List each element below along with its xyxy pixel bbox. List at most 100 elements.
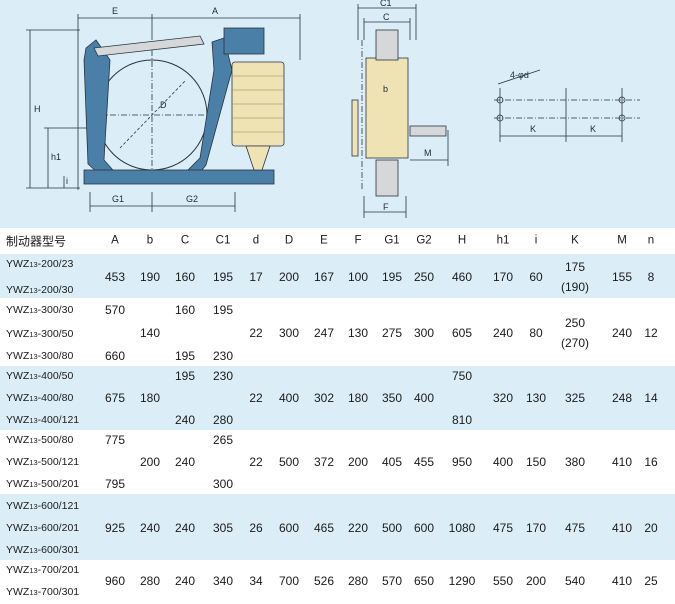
model-suffix: -300/80 [37,349,74,362]
cell-c1: 280 [212,413,234,427]
model-suffix: -200/30 [37,283,74,296]
cell-k: 175 [564,260,586,274]
model-subscript: 13 [29,329,38,339]
cell-g2: 600 [413,521,435,535]
cell-d: 600 [278,521,300,535]
model-prefix: YWZ [6,521,30,534]
cell-i: 150 [525,455,547,469]
cell-g2: 300 [413,326,435,340]
model-name: YWZ13-200/30 [6,285,73,296]
model-prefix: YWZ [6,455,30,468]
model-name: YWZ13-300/30 [6,305,73,316]
model-suffix: -500/121 [37,455,80,468]
cell-f: 100 [347,270,369,284]
model-suffix: -300/50 [37,327,74,340]
dim-label-m: M [424,148,432,158]
model-suffix: -400/121 [37,413,80,426]
cell-a: 925 [104,521,126,535]
cell-a: 795 [104,477,126,491]
model-name: YWZ13-500/80 [6,435,73,446]
header-g1: G1 [384,234,400,247]
cell-b: 180 [139,391,161,405]
dim-label-c1: C1 [380,0,392,8]
cell-c: 160 [174,270,196,284]
dim-label-a: A [212,6,218,16]
dim-label-k-left: K [530,124,536,134]
cell-k: 325 [564,391,586,405]
model-subscript: 13 [29,305,38,315]
dim-label-f: F [383,202,389,212]
cell-a: 660 [104,349,126,363]
cell-h: 810 [451,413,473,427]
model-name: YWZ13-600/301 [6,545,79,556]
cell-k: (270) [560,336,590,350]
cell-d: 500 [278,455,300,469]
header-b: b [146,234,154,247]
cell-k: 250 [564,316,586,330]
model-prefix: YWZ [6,585,30,598]
cell-c: 195 [174,369,196,383]
table-row-group [0,430,675,494]
cell-g1: 405 [381,455,403,469]
cell-d: 34 [249,574,263,588]
model-prefix: YWZ [6,543,30,556]
model-suffix: -700/201 [37,563,80,576]
cell-k: 475 [564,521,586,535]
model-prefix: YWZ [6,391,30,404]
model-name: YWZ13-300/50 [6,329,73,340]
cell-m: 410 [611,574,633,588]
cell-a: 453 [104,270,126,284]
model-name: YWZ13-200/23 [6,259,73,270]
cell-b: 200 [139,455,161,469]
cell-h: 950 [451,455,473,469]
header-model: 制动器型号 [6,234,67,249]
header-m: M [617,234,627,247]
cell-b: 280 [139,574,161,588]
model-subscript: 13 [29,523,38,533]
cell-h: 750 [451,369,473,383]
cell-a: 570 [104,303,126,317]
model-suffix: -400/50 [37,369,74,382]
cell-k: 380 [564,455,586,469]
cell-b: 240 [139,521,161,535]
cell-f: 180 [347,391,369,405]
cell-g1: 570 [381,574,403,588]
cell-c1: 265 [212,433,234,447]
dim-label-i: i [66,176,68,186]
cell-g2: 400 [413,391,435,405]
cell-k: 540 [564,574,586,588]
cell-d: 700 [278,574,300,588]
cell-c1: 300 [212,477,234,491]
model-prefix: YWZ [6,499,30,512]
cell-a: 675 [104,391,126,405]
cell-e: 526 [313,574,335,588]
header-c: C [180,234,190,247]
cell-e: 247 [313,326,335,340]
cell-k: (190) [560,280,590,294]
model-name: YWZ13-600/201 [6,523,79,534]
dim-label-k-right: K [590,124,596,134]
model-subscript: 13 [29,371,38,381]
cell-h: 1080 [448,521,476,535]
cell-a: 775 [104,433,126,447]
cell-e: 167 [313,270,335,284]
cell-d: 17 [249,270,263,284]
cell-n: 14 [644,391,658,405]
model-prefix: YWZ [6,303,30,316]
model-subscript: 13 [29,501,38,511]
cell-c: 160 [174,303,196,317]
model-name: YWZ13-700/201 [6,565,79,576]
header-h: H [457,234,467,247]
header-k: K [571,234,579,247]
cell-c1: 195 [212,303,234,317]
header-a: A [111,234,119,247]
cell-c1: 230 [212,349,234,363]
cell-d: 200 [278,270,300,284]
cell-n: 20 [644,521,658,535]
model-name: YWZ13-600/121 [6,501,79,512]
cell-n: 25 [644,574,658,588]
table-row-group [0,494,675,560]
model-subscript: 13 [29,435,38,445]
